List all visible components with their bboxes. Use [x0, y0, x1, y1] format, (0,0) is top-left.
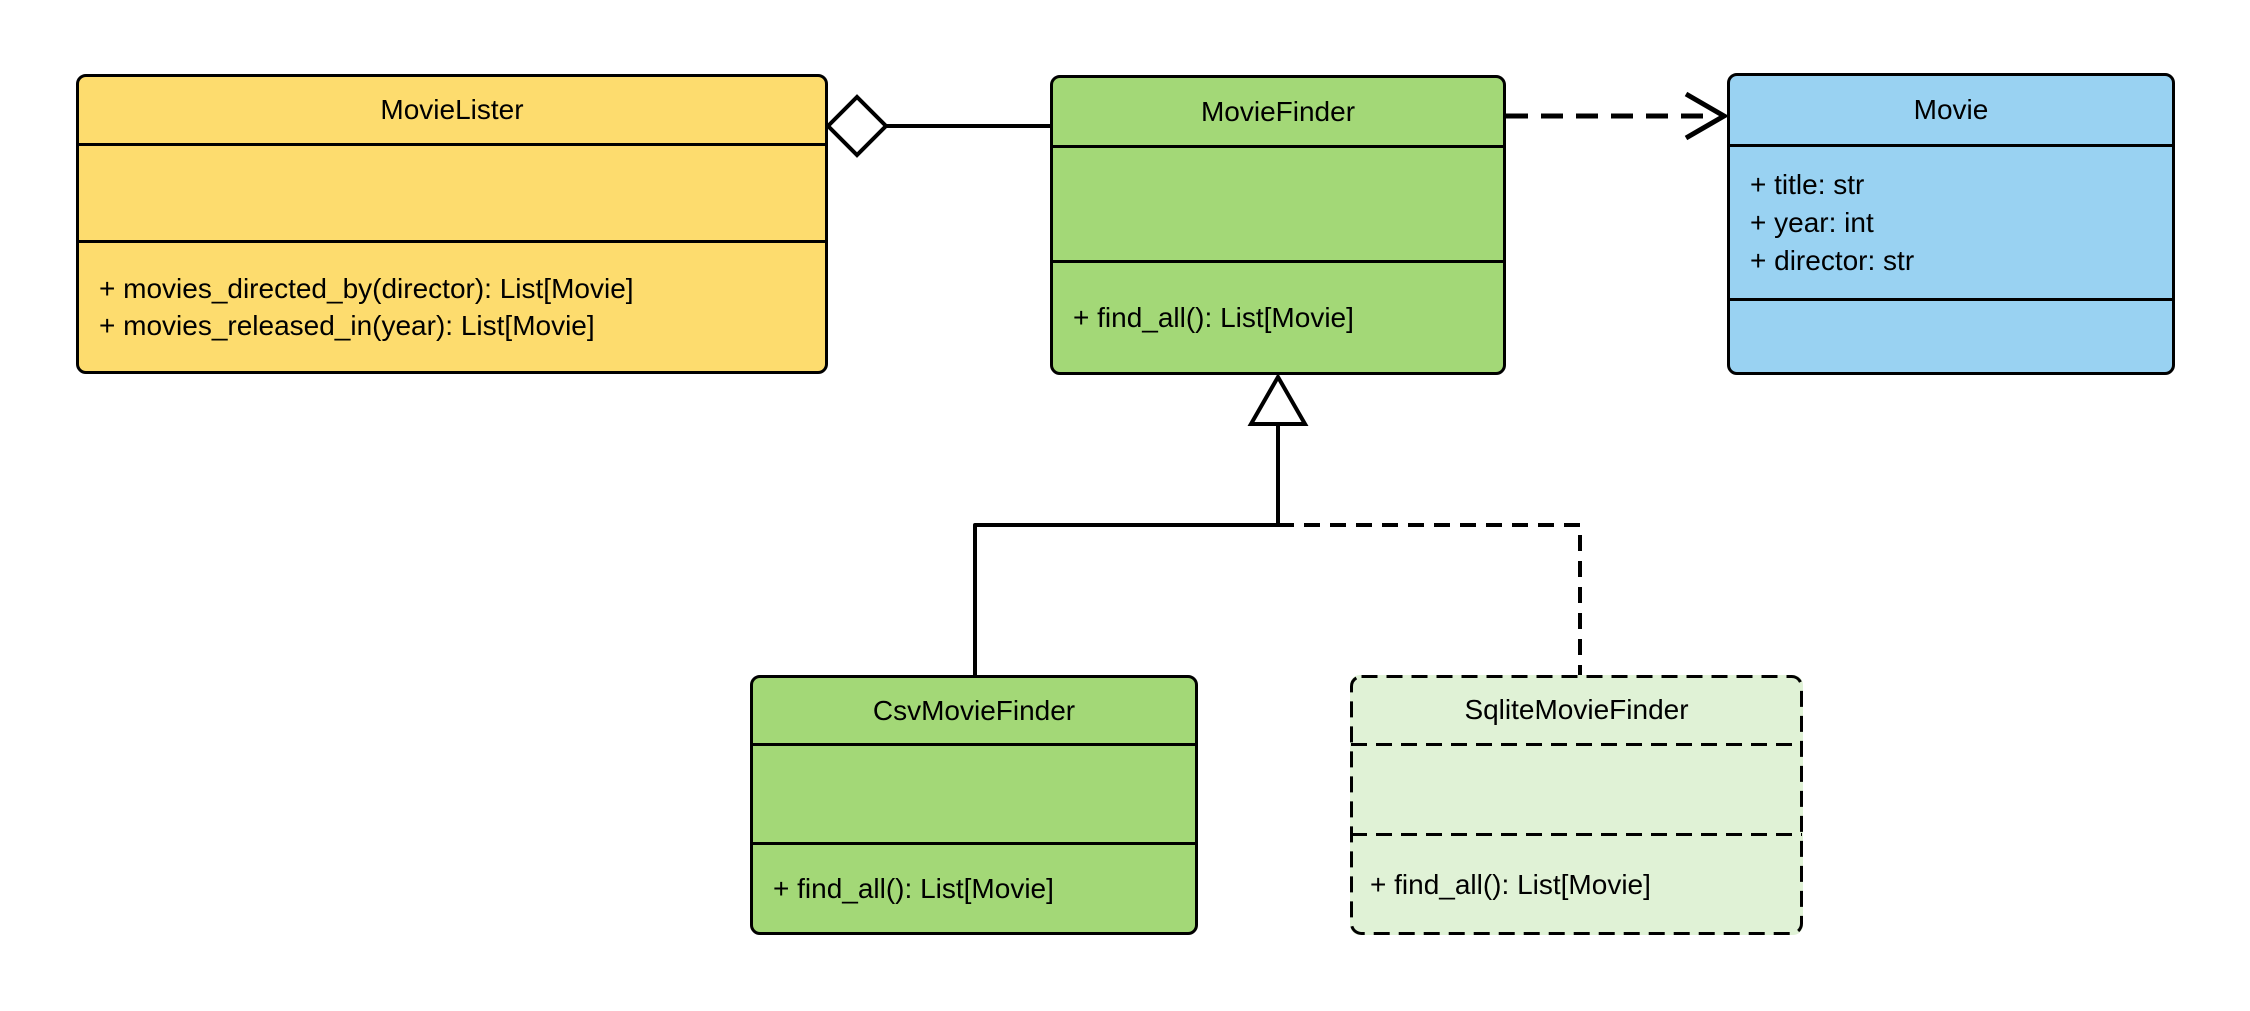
method-row: + movies_directed_by(director): List[Mov…: [99, 273, 634, 304]
attributes-section: [753, 746, 1195, 845]
generalization-triangle: [1247, 372, 1309, 426]
methods-section: + movies_directed_by(director): List[Mov…: [79, 243, 825, 371]
attributes-section: [1350, 744, 1803, 834]
method-row: + find_all(): List[Movie]: [1370, 868, 1651, 900]
class-box-csvmoviefinder: CsvMovieFinder + find_all(): List[Movie]: [750, 675, 1198, 935]
method-row: + movies_released_in(year): List[Movie]: [99, 310, 595, 341]
generalization-dashed-connector: [1278, 523, 1582, 675]
attributes-section: [1053, 148, 1503, 263]
class-box-movie: Movie + title: str + year: int + directo…: [1727, 73, 2175, 375]
aggregation-diamond: [825, 94, 889, 158]
dependency-arrowhead: [1684, 91, 1729, 141]
class-name: Movie: [1730, 76, 2172, 147]
class-name: MovieFinder: [1053, 78, 1503, 148]
method-row: + find_all(): List[Movie]: [773, 872, 1054, 904]
attribute-row: + year: int: [1750, 206, 1874, 238]
attribute-row: + title: str: [1750, 168, 1865, 200]
methods-section: + find_all(): List[Movie]: [753, 845, 1195, 932]
class-name: CsvMovieFinder: [753, 678, 1195, 746]
class-box-movielister: MovieLister + movies_directed_by(directo…: [76, 74, 828, 374]
methods-section: + find_all(): List[Movie]: [1053, 263, 1503, 372]
generalization-solid-line: [973, 424, 1280, 675]
methods-section: + find_all(): List[Movie]: [1350, 834, 1803, 935]
dependency-connector: [1506, 91, 1729, 141]
class-box-moviefinder: MovieFinder + find_all(): List[Movie]: [1050, 75, 1506, 375]
generalization-dashed-line: [1278, 523, 1582, 675]
generalization-solid-connector: [973, 372, 1309, 675]
class-name: MovieLister: [79, 77, 825, 146]
method-row: + find_all(): List[Movie]: [1073, 301, 1354, 333]
class-name: SqliteMovieFinder: [1464, 693, 1689, 725]
attributes-section: + title: str + year: int + director: str: [1730, 147, 2172, 301]
attributes-section: [79, 146, 825, 243]
attribute-row: + director: str: [1750, 244, 1915, 276]
class-box-sqlitemoviefinder: SqliteMovieFinder + find_all(): List[Mov…: [1350, 675, 1803, 935]
aggregation-connector: [825, 94, 1050, 158]
methods-section: [1730, 301, 2172, 372]
